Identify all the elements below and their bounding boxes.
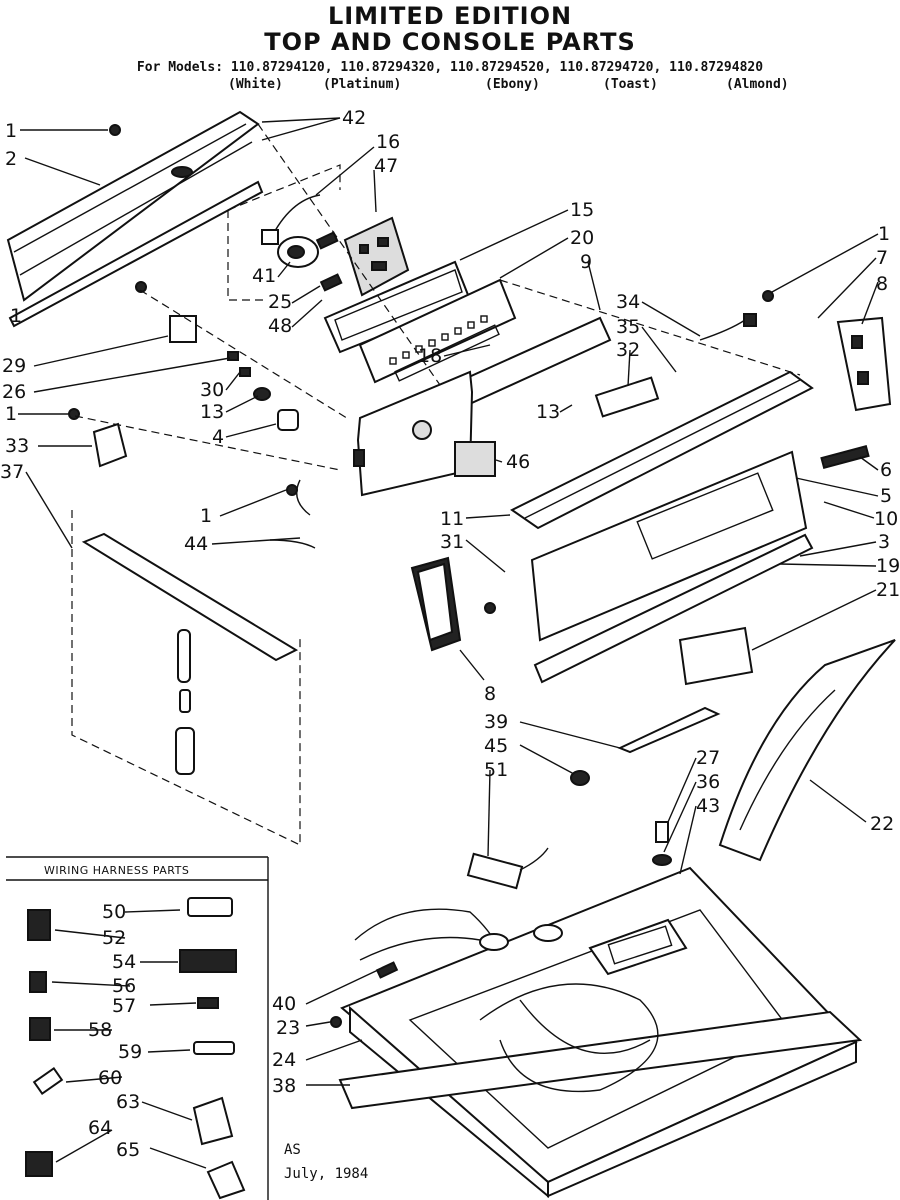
thermistor	[594, 376, 660, 418]
callout-2: 2	[5, 148, 17, 170]
callout-13: 13	[200, 401, 224, 423]
callout-labels: 1 2 42 16 47 41 25 48 15 20 9 1 29 26 30…	[0, 107, 900, 1097]
callout-13b: 13	[536, 401, 560, 423]
timer-switch-assembly	[261, 194, 321, 268]
harness-label-63: 63	[116, 1091, 140, 1113]
callout-7: 7	[876, 247, 888, 269]
callout-15: 15	[570, 199, 594, 221]
harness-connectors	[25, 897, 246, 1200]
callout-27: 27	[696, 747, 720, 769]
callout-5: 5	[880, 485, 892, 507]
callout-19: 19	[876, 555, 900, 577]
callout-45: 45	[484, 735, 508, 757]
callout-48: 48	[268, 315, 292, 337]
callout-42: 42	[342, 107, 366, 129]
callout-22: 22	[870, 813, 894, 835]
tape	[454, 441, 496, 477]
dryer-top	[338, 866, 863, 1199]
harness-label-59: 59	[118, 1041, 142, 1063]
harness-label-56: 56	[112, 975, 136, 997]
latch	[678, 626, 754, 686]
callout-1c: 1	[5, 403, 17, 425]
callout-20: 20	[570, 227, 594, 249]
console-panel	[358, 278, 517, 384]
callout-1e: 1	[200, 505, 212, 527]
leader-lines	[18, 117, 879, 1086]
console-front	[530, 450, 814, 684]
callout-1: 1	[5, 120, 17, 142]
callout-30: 30	[200, 379, 224, 401]
connector-51	[466, 852, 524, 890]
callout-43: 43	[696, 795, 720, 817]
callout-16: 16	[376, 131, 400, 153]
callout-51: 51	[484, 759, 508, 781]
circuit-board	[343, 216, 410, 297]
harness-34	[699, 319, 746, 341]
footer-code: AS	[284, 1142, 301, 1158]
callout-1d: 1	[878, 223, 890, 245]
callout-35: 35	[616, 316, 640, 338]
callout-34: 34	[616, 291, 640, 313]
callout-18: 18	[418, 345, 442, 367]
terminal-block	[169, 315, 197, 343]
color-platinum: (Platinum)	[323, 77, 402, 92]
wiring-harness-title: WIRING HARNESS PARTS	[44, 864, 189, 877]
callout-21: 21	[876, 579, 900, 601]
callout-37: 37	[0, 461, 24, 483]
callout-38: 38	[272, 1075, 296, 1097]
callout-8: 8	[876, 273, 888, 295]
title-line-1: LIMITED EDITION	[327, 2, 573, 30]
callout-33: 33	[5, 435, 29, 457]
trim-39	[617, 706, 721, 754]
wiring-harness-box	[6, 856, 269, 1200]
harness-label-50: 50	[102, 901, 126, 923]
callout-41: 41	[252, 265, 276, 287]
wiring-harness-labels: 50 52 54 56 57 58 59 60 63 64 65	[88, 901, 142, 1161]
callout-32: 32	[616, 339, 640, 361]
console-back-panel	[6, 110, 264, 328]
callout-4: 4	[212, 426, 224, 448]
callout-29: 29	[2, 355, 26, 377]
harness-label-52: 52	[102, 927, 126, 949]
callout-9: 9	[580, 251, 592, 273]
harness-label-54: 54	[112, 951, 136, 973]
side-trim-22	[718, 639, 896, 862]
callout-1b: 1	[10, 305, 22, 327]
callout-47: 47	[374, 155, 398, 177]
color-almond: (Almond)	[726, 77, 789, 92]
callout-8b: 8	[484, 683, 496, 705]
footer-date: July, 1984	[284, 1166, 368, 1182]
color-toast: (Toast)	[603, 77, 658, 92]
harness-label-58: 58	[88, 1019, 112, 1041]
harness-label-65: 65	[116, 1139, 140, 1161]
harness-label-60: 60	[98, 1067, 122, 1089]
callout-40: 40	[272, 993, 296, 1015]
title-line-2: TOP AND CONSOLE PARTS	[264, 28, 636, 56]
model-numbers: For Models: 110.87294120, 110.87294320, …	[136, 60, 764, 75]
callout-25: 25	[268, 291, 292, 313]
harness-label-57: 57	[112, 995, 136, 1017]
callout-26: 26	[2, 381, 26, 403]
wire-harness	[354, 908, 501, 951]
mounting-bracket	[836, 316, 892, 412]
callout-6: 6	[880, 459, 892, 481]
callout-10: 10	[874, 508, 898, 530]
callout-36: 36	[696, 771, 720, 793]
callout-3: 3	[878, 531, 890, 553]
callout-39: 39	[484, 711, 508, 733]
callout-11: 11	[440, 508, 464, 530]
color-white: (White)	[228, 77, 283, 92]
callout-23: 23	[276, 1017, 300, 1039]
callout-31: 31	[440, 531, 464, 553]
harness-label-64: 64	[88, 1117, 112, 1139]
knob-rods	[175, 629, 195, 775]
callout-44: 44	[184, 533, 208, 555]
callout-46: 46	[506, 451, 530, 473]
buzzer	[92, 422, 128, 468]
color-ebony: (Ebony)	[485, 77, 540, 92]
callout-24: 24	[272, 1049, 296, 1071]
